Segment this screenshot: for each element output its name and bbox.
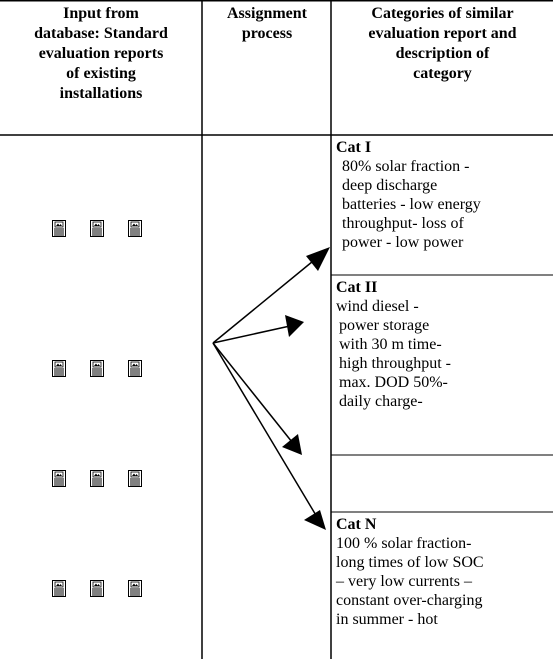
arrowhead-cat-2: [285, 315, 304, 337]
document-report-icon: [52, 360, 66, 377]
document-report-icon: [128, 360, 142, 377]
header-input: Input from database: Standard evaluation…: [34, 5, 168, 102]
document-report-icon: [90, 470, 104, 487]
document-report-icon: [128, 220, 142, 237]
document-report-icon: [90, 220, 104, 237]
arrow-to-cat-3: [212, 342, 293, 443]
arrow-to-cat-1: [212, 256, 319, 344]
category-title: Cat I: [336, 139, 372, 156]
arrow-to-cat-n: [212, 342, 318, 518]
arrowhead-cat-3: [282, 434, 302, 455]
document-report-icon: [128, 470, 142, 487]
document-report-icon: [128, 580, 142, 597]
category-title: Cat II: [336, 279, 378, 296]
document-report-icon: [52, 580, 66, 597]
header-categories: Categories of similar evaluation report …: [368, 5, 517, 82]
header-assignment-process: Assignment process: [226, 5, 307, 42]
arrowhead-cat-n: [304, 510, 326, 530]
document-report-icon: [52, 470, 66, 487]
category-cat-1: Cat I 80% solar fraction - deep discharg…: [336, 138, 553, 252]
document-report-icon: [90, 580, 104, 597]
category-cat-2: Cat II wind diesel - power storage with …: [336, 278, 553, 411]
document-report-icon: [52, 220, 66, 237]
category-cat-n: Cat N 100 % solar fraction- long times o…: [336, 515, 553, 629]
arrowhead-cat-1: [306, 247, 330, 271]
arrow-to-cat-2: [212, 325, 291, 344]
assignment-arrows: [212, 247, 330, 530]
document-report-icon: [90, 360, 104, 377]
category-title: Cat N: [336, 516, 377, 533]
